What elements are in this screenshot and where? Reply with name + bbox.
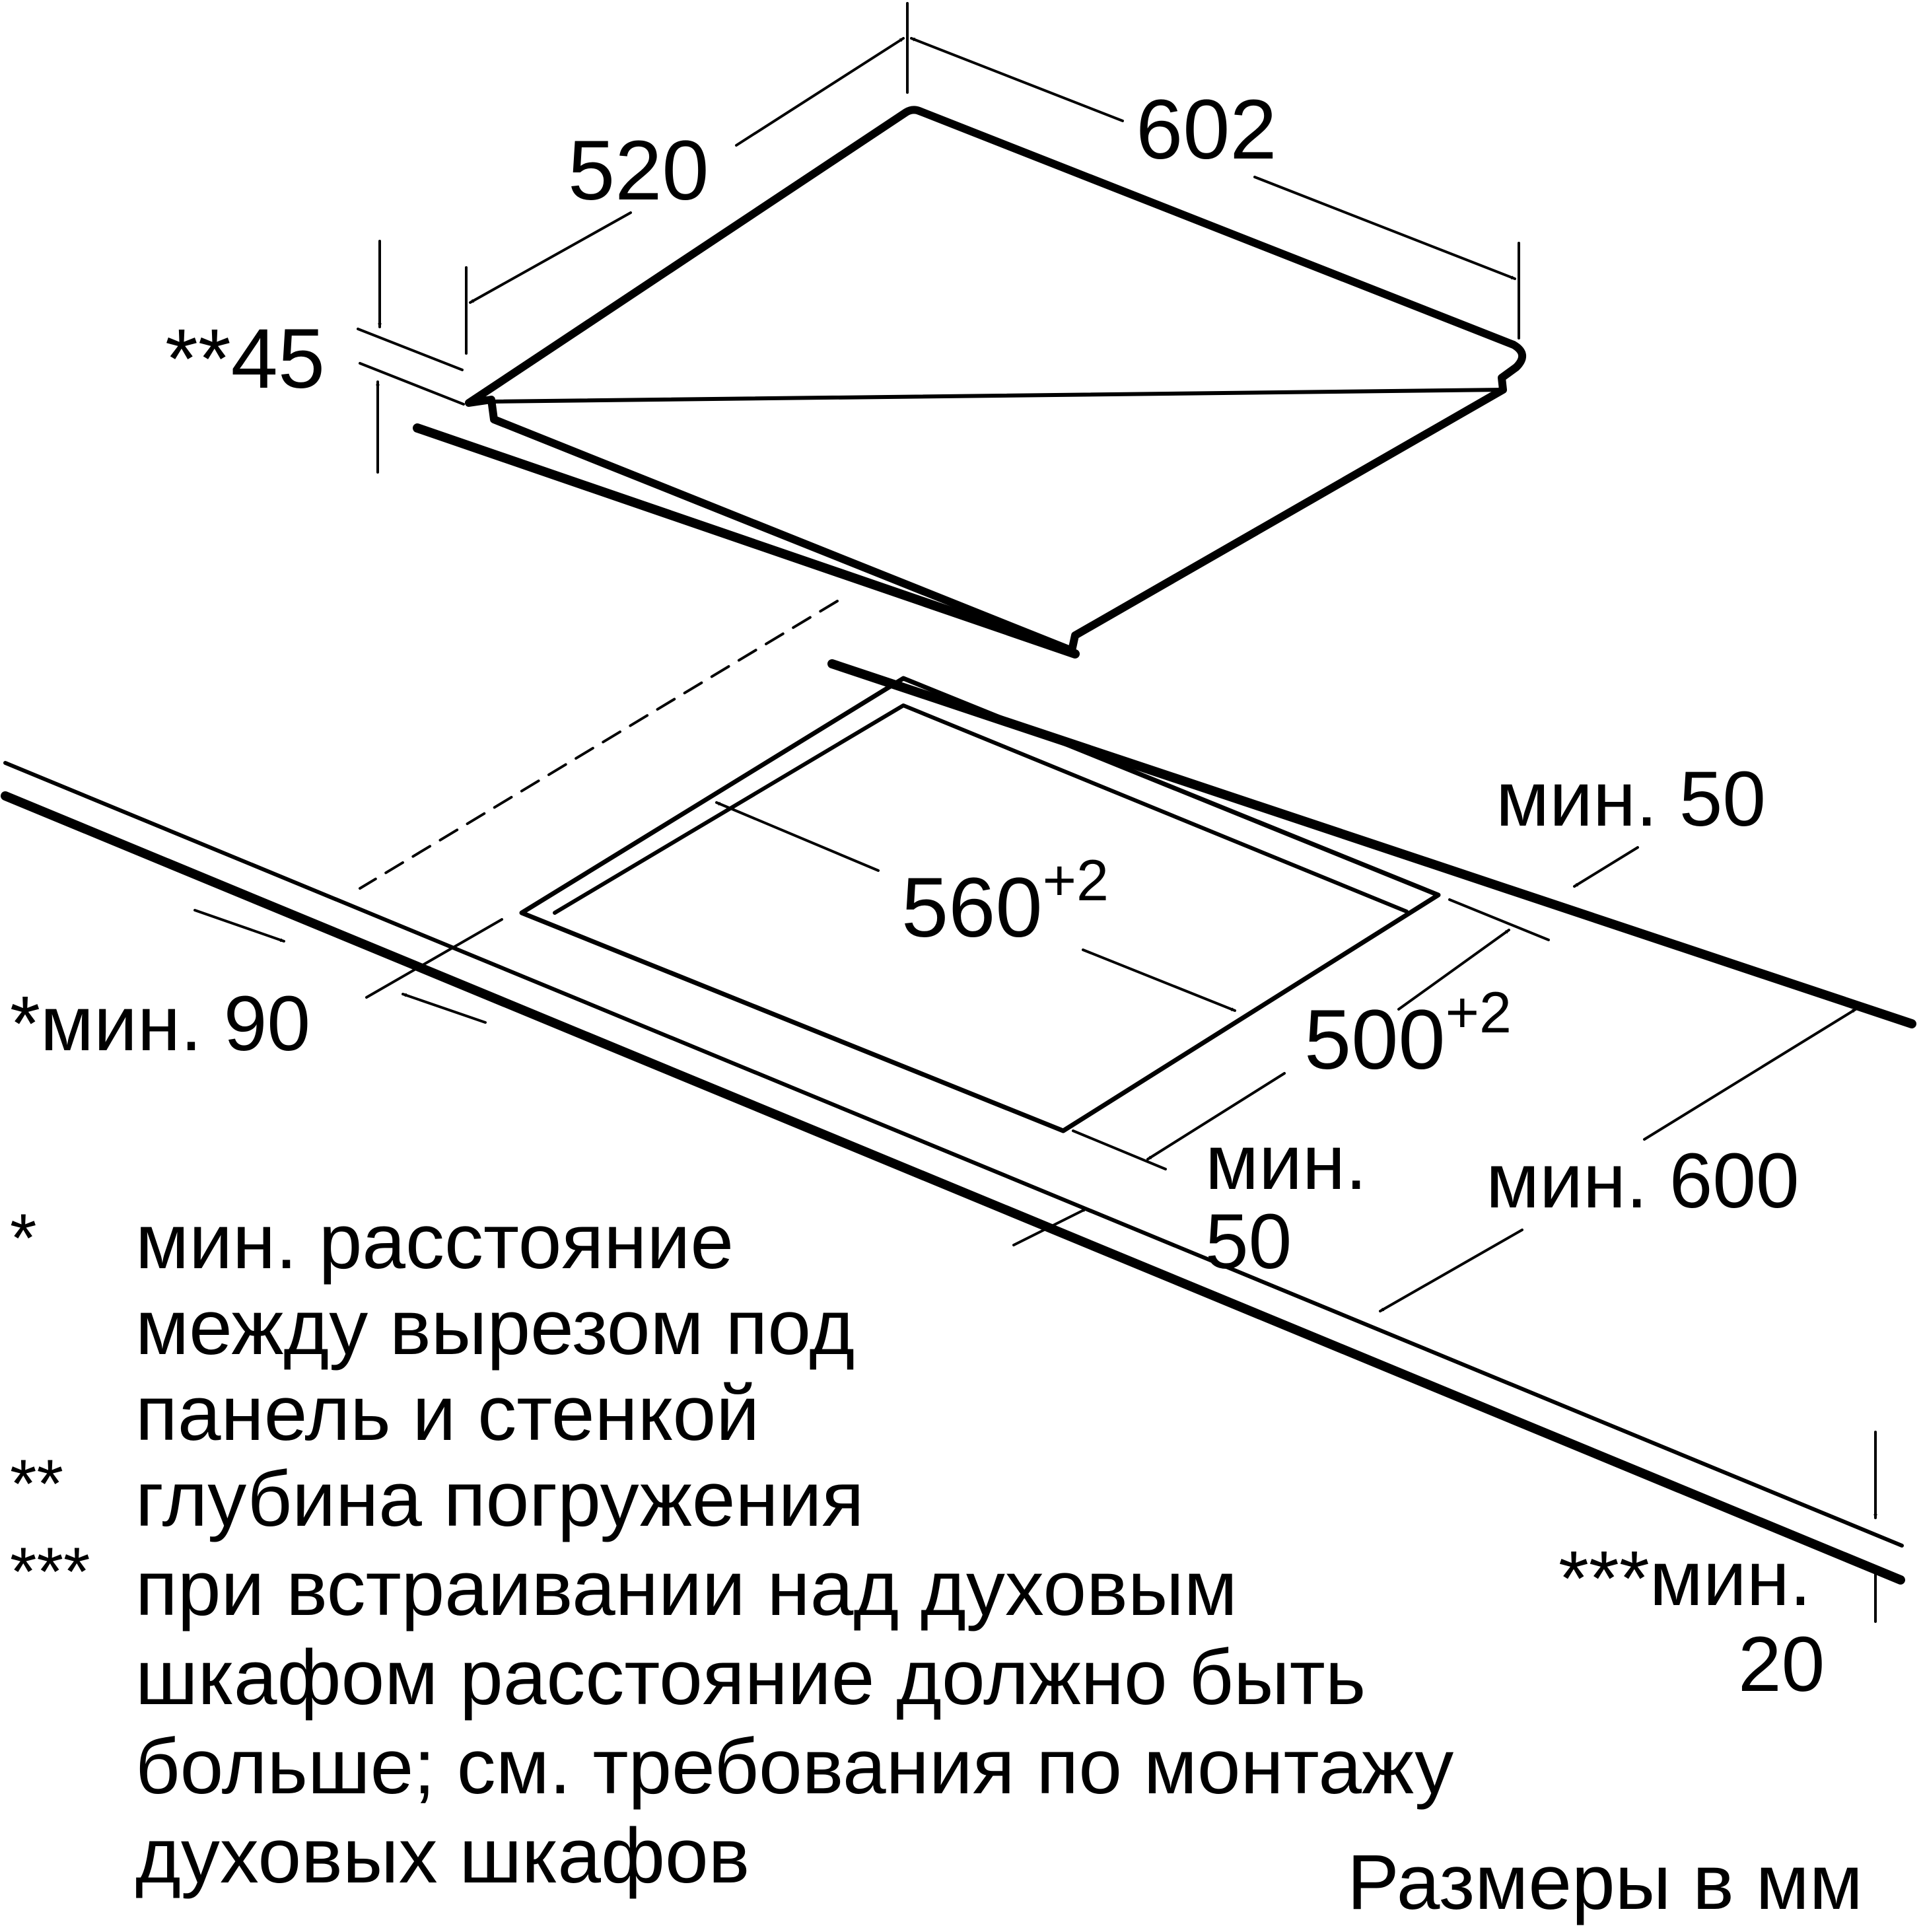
note-1-line-1: мин. расстояние xyxy=(135,1198,734,1285)
note-3-line-4: духовых шкафов xyxy=(135,1812,750,1900)
cutout-width-value: 560 xyxy=(901,861,1043,955)
note-mark-2: ** xyxy=(10,1446,63,1522)
dimension-width-label: 602 xyxy=(1136,83,1277,177)
note-mark-3: *** xyxy=(10,1534,90,1610)
note-3-line-2: шкафом расстояние должно быть xyxy=(135,1634,1366,1721)
min-thickness-label-2: 20 xyxy=(1738,1621,1825,1708)
cutout xyxy=(519,676,1441,1133)
note-3-line-1: при встраивании над духовым xyxy=(135,1545,1238,1632)
dimension-cutout-depth-label: 500+2 xyxy=(1304,980,1512,1087)
footnotes: * мин. расстояние между вырезом под пане… xyxy=(10,1198,1453,1900)
min-side-distance-label: *мин. 90 xyxy=(10,980,310,1067)
cutout-depth-value: 500 xyxy=(1304,993,1446,1087)
min-back-distance-label: мин. 50 xyxy=(1496,756,1766,843)
cooktop-front-strip xyxy=(413,423,1080,659)
dimension-lines xyxy=(193,2,1877,1623)
dimension-immersion-label: **45 xyxy=(165,312,325,406)
min-front-distance-label-1: мин. xyxy=(1205,1119,1367,1206)
note-1-line-3: панель и стенкой xyxy=(135,1370,759,1457)
note-2-line-1: глубина погружения xyxy=(135,1456,864,1543)
cutout-width-tolerance: +2 xyxy=(1043,847,1109,913)
cooktop-outline xyxy=(465,106,1526,655)
dimension-depth-label: 520 xyxy=(568,124,709,218)
units-label: Размеры в мм xyxy=(1347,1839,1863,1926)
cutout-depth-tolerance: +2 xyxy=(1446,980,1512,1045)
min-thickness-label-1: ***мин. xyxy=(1558,1535,1811,1622)
note-1-line-2: между вырезом под xyxy=(135,1284,855,1371)
dimension-cutout-width-label: 560+2 xyxy=(901,847,1109,955)
min-front-distance-label-2: 50 xyxy=(1205,1198,1292,1285)
note-mark-1: * xyxy=(10,1200,36,1277)
min-worktop-depth-label: мин. 600 xyxy=(1486,1137,1800,1225)
note-3-line-3: больше; см. требования по монтажу xyxy=(135,1723,1453,1810)
